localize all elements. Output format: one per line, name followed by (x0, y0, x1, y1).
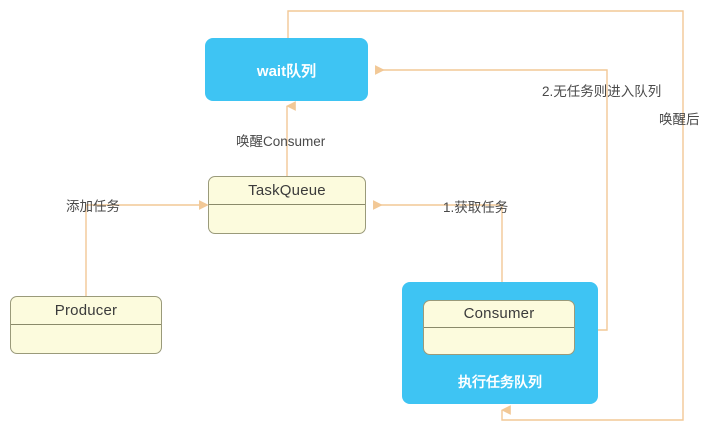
edge-label-get-task: 1.获取任务 (443, 200, 509, 215)
edge-label-add-task: 添加任务 (66, 199, 120, 214)
node-producer[interactable]: Producer (10, 296, 162, 354)
producer-title: Producer (11, 297, 161, 325)
task-queue-title: TaskQueue (209, 177, 365, 205)
exec-queue-label: 执行任务队列 (458, 374, 542, 390)
edge-get-task (373, 200, 503, 282)
edge-add-task (85, 200, 209, 296)
consumer-title: Consumer (424, 301, 574, 328)
producer-body (11, 325, 161, 353)
wait-queue-label: wait队列 (256, 63, 317, 80)
consumer-body (424, 328, 574, 355)
node-wait-queue[interactable]: wait队列 (205, 38, 368, 101)
task-queue-body (209, 205, 365, 233)
edge-label-no-task-enter-queue: 2.无任务则进入队列 (542, 84, 662, 99)
edge-label-wake-consumer: 唤醒Consumer (236, 134, 326, 149)
edge-label-after-wake: 唤醒后 (659, 112, 700, 127)
node-task-queue[interactable]: TaskQueue (208, 176, 366, 234)
node-consumer[interactable]: Consumer (423, 300, 575, 355)
